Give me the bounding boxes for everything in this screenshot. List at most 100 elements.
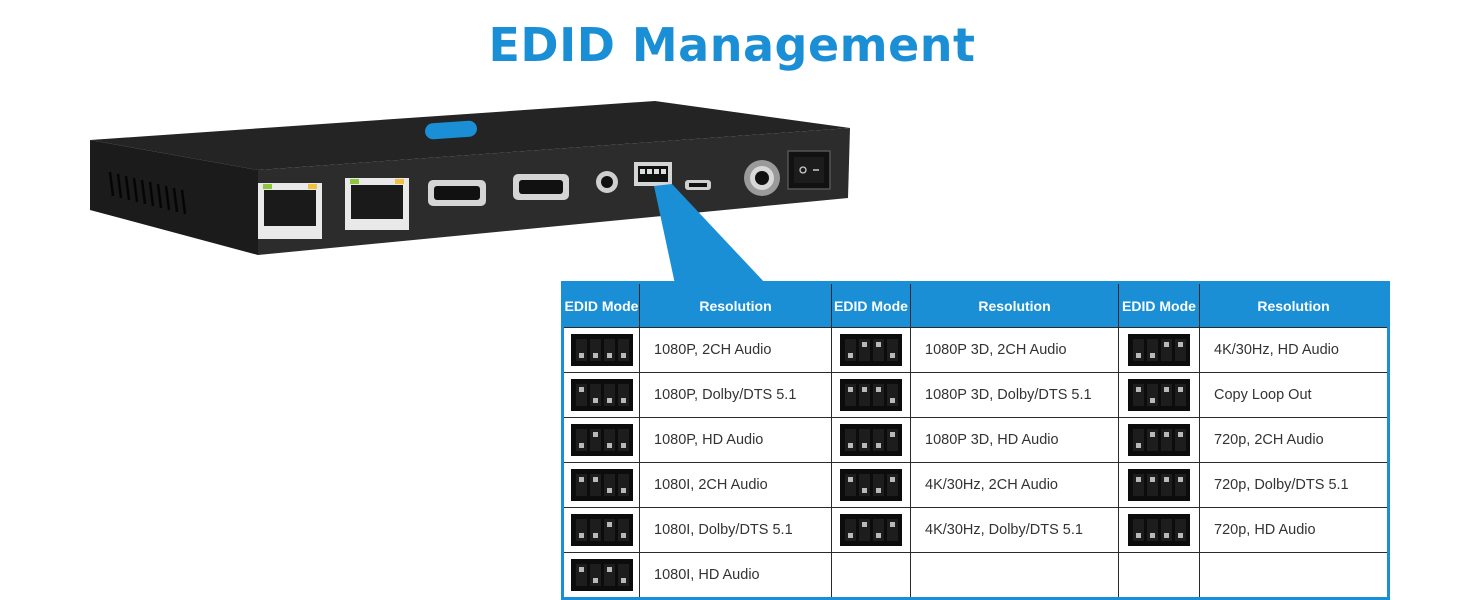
resolution-label: 1080I, HD Audio [654, 567, 760, 583]
dip-switch-lever [1147, 474, 1158, 496]
resolution-label: 1080P 3D, 2CH Audio [925, 342, 1067, 358]
resolution-label: 1080I, 2CH Audio [654, 477, 768, 493]
dip-switch-icon [1128, 424, 1190, 456]
dip-switch-lever [603, 384, 615, 406]
column-header: Resolution [1199, 282, 1389, 328]
dip-switch-lever [589, 474, 601, 496]
dip-switch-lever [617, 384, 629, 406]
dip-switch-lever [1147, 429, 1158, 451]
resolution-cell: 1080I, 2CH Audio [639, 462, 832, 508]
resolution-label: 1080P 3D, HD Audio [925, 432, 1059, 448]
dip-switch-icon [840, 379, 902, 411]
dip-switch-icon [840, 514, 902, 546]
dip-switch-lever [859, 384, 870, 406]
hdmi-in-port [513, 174, 569, 200]
dip-switch-icon [570, 424, 633, 456]
dip-switch-lever [617, 339, 629, 361]
cat-out-2-port [345, 178, 409, 230]
column-header: EDID Mode [562, 282, 640, 328]
edid-mode-table: EDID Mode Resolution EDID Mode Resolutio… [561, 281, 1390, 600]
edid-mode-cell [1118, 507, 1200, 553]
edid-mode-cell [1118, 552, 1200, 599]
edid-mode-cell [1118, 327, 1200, 373]
page-title: EDID Management [488, 18, 976, 72]
dip-switch-lever [1133, 519, 1144, 541]
dip-switch-lever [617, 474, 629, 496]
dip-switch-icon [570, 559, 633, 591]
dip-switch-lever [887, 474, 898, 496]
resolution-label: 1080P 3D, Dolby/DTS 5.1 [925, 387, 1092, 403]
dip-switch-lever [1161, 339, 1172, 361]
dip-switch-lever [859, 519, 870, 541]
dip-switch-lever [603, 474, 615, 496]
dip-switch-lever [1175, 519, 1186, 541]
dip-switch-icon [570, 334, 633, 366]
edid-dip-switch [634, 162, 672, 186]
resolution-cell: 1080P 3D, 2CH Audio [910, 327, 1119, 373]
edid-mode-cell [562, 462, 640, 508]
dip-switch-lever [845, 519, 856, 541]
resolution-cell: 1080P 3D, HD Audio [910, 417, 1119, 463]
dip-switch-icon [840, 334, 902, 366]
dip-switch-lever [845, 429, 856, 451]
resolution-cell: Copy Loop Out [1199, 372, 1389, 418]
dip-switch-lever [575, 564, 587, 586]
dip-switch-lever [589, 519, 601, 541]
resolution-cell: 1080P, Dolby/DTS 5.1 [639, 372, 832, 418]
resolution-label: 4K/30Hz, HD Audio [1214, 342, 1339, 358]
cat-out-1-port [258, 183, 322, 239]
dip-switch-lever [589, 384, 601, 406]
table-row: 1080I, HD Audio [562, 552, 1389, 599]
dip-switch-lever [859, 339, 870, 361]
dip-switch-lever [1147, 339, 1158, 361]
dip-switch-lever [603, 429, 615, 451]
dip-switch-lever [845, 474, 856, 496]
dip-switch-lever [1133, 339, 1144, 361]
dip-switch-lever [873, 384, 884, 406]
dip-switch-lever [1133, 384, 1144, 406]
edid-mode-cell [562, 327, 640, 373]
dip-switch-icon [1128, 334, 1190, 366]
dip-switch-lever [603, 519, 615, 541]
resolution-label: 1080I, Dolby/DTS 5.1 [654, 522, 793, 538]
dip-switch-lever [873, 519, 884, 541]
dip-switch-lever [603, 564, 615, 586]
dip-switch-lever [575, 429, 587, 451]
dip-switch-lever [1175, 384, 1186, 406]
dip-switch-lever [575, 339, 587, 361]
dip-switch-lever [1161, 519, 1172, 541]
dip-switch-icon [1128, 469, 1190, 501]
column-header: Resolution [910, 282, 1119, 328]
resolution-cell: 1080I, HD Audio [639, 552, 832, 599]
edid-mode-cell [831, 417, 911, 463]
dip-switch-lever [1147, 519, 1158, 541]
dip-switch-lever [589, 339, 601, 361]
edid-mode-cell [562, 507, 640, 553]
dip-switch-icon [570, 514, 633, 546]
vent-slots [108, 171, 187, 215]
edid-mode-cell [562, 552, 640, 599]
edid-mode-cell [831, 327, 911, 373]
brand-badge [425, 120, 477, 140]
edid-mode-cell [562, 372, 640, 418]
dip-switch-icon [840, 469, 902, 501]
dip-switch-lever [845, 384, 856, 406]
dip-switch-lever [589, 564, 601, 586]
dip-switch-lever [887, 429, 898, 451]
resolution-cell: 1080I, Dolby/DTS 5.1 [639, 507, 832, 553]
resolution-cell: 720p, 2CH Audio [1199, 417, 1389, 463]
dip-switch-lever [873, 429, 884, 451]
dip-switch-lever [887, 339, 898, 361]
table-row: 1080P, HD Audio 1080P 3D, HD Audio 720p, 2… [562, 417, 1389, 463]
edid-mode-cell [831, 462, 911, 508]
edid-mode-cell [1118, 462, 1200, 508]
edid-mode-cell [831, 552, 911, 599]
dip-switch-icon [840, 424, 902, 456]
dip-switch-lever [617, 564, 629, 586]
resolution-cell: 1080P 3D, Dolby/DTS 5.1 [910, 372, 1119, 418]
dip-switch-icon [570, 379, 633, 411]
resolution-cell: 1080P, HD Audio [639, 417, 832, 463]
table-header-row: EDID Mode Resolution EDID Mode Resolutio… [562, 282, 1389, 328]
